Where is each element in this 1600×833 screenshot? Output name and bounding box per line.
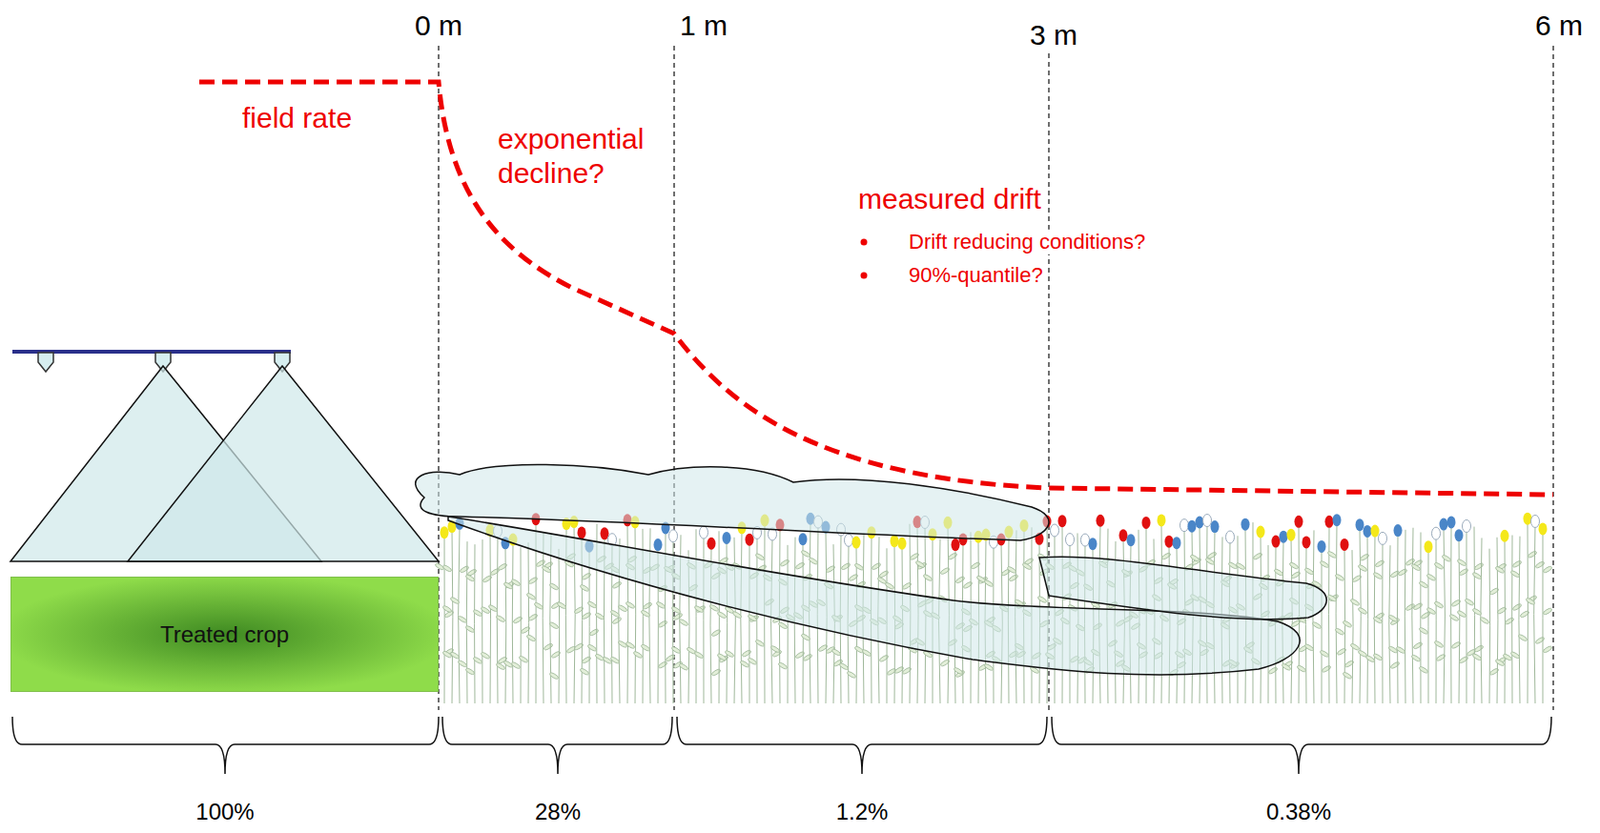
crop-label: Treated crop xyxy=(160,621,289,649)
distance-label: 3 m xyxy=(1026,18,1081,53)
bullet-note: Drift reducing conditions? xyxy=(905,229,1149,255)
distance-lines xyxy=(438,45,1554,711)
curve-label: field rate xyxy=(239,101,355,136)
drift-cloud xyxy=(415,464,1328,675)
drift-curve xyxy=(199,82,1554,495)
bullet-note: 90%-quantile? xyxy=(905,263,1047,288)
spray-fans xyxy=(10,366,439,562)
bullet-dots xyxy=(861,239,868,280)
spray-boom xyxy=(12,349,291,354)
deposition-percent: 100% xyxy=(192,799,257,827)
curve-label: exponential decline? xyxy=(494,122,673,191)
deposition-percent: 28% xyxy=(532,799,584,827)
distance-label: 0 m xyxy=(411,8,466,43)
range-braces xyxy=(12,717,1552,775)
margin-vegetation xyxy=(434,512,1554,704)
crop-field: Treated crop xyxy=(10,576,439,693)
distance-label: 1 m xyxy=(676,8,731,43)
distance-label: 6 m xyxy=(1532,8,1586,43)
curve-label: measured drift xyxy=(855,182,1045,217)
deposition-percent: 1.2% xyxy=(833,799,892,827)
deposition-percent: 0.38% xyxy=(1263,799,1334,827)
